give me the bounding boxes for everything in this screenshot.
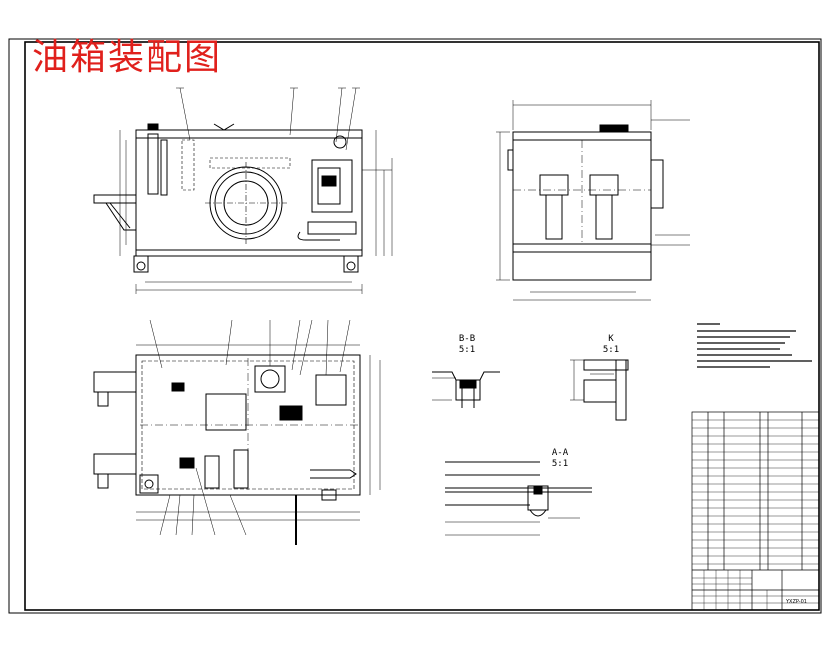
detail-bb bbox=[432, 371, 500, 408]
drawing-code: YXZP-01 bbox=[786, 599, 807, 605]
section-k-name: K bbox=[608, 334, 614, 344]
outer-border bbox=[8, 38, 822, 614]
technical-notes bbox=[697, 323, 812, 368]
section-bb-scale: 5:1 bbox=[458, 345, 476, 355]
section-k-scale: 5:1 bbox=[602, 345, 620, 355]
section-bb-name: B-B bbox=[458, 334, 476, 344]
section-aa-name: A-A bbox=[551, 448, 569, 458]
front-view bbox=[93, 87, 393, 294]
title-block bbox=[691, 411, 820, 611]
drawing-title: 油箱装配图 bbox=[32, 37, 223, 78]
inner-border bbox=[24, 41, 820, 611]
side-view bbox=[496, 100, 690, 301]
section-aa-scale: 5:1 bbox=[551, 459, 569, 469]
parts-list-rows bbox=[692, 419, 819, 610]
detail-k bbox=[570, 359, 629, 421]
detail-aa bbox=[445, 461, 592, 536]
plan-view bbox=[93, 319, 381, 545]
